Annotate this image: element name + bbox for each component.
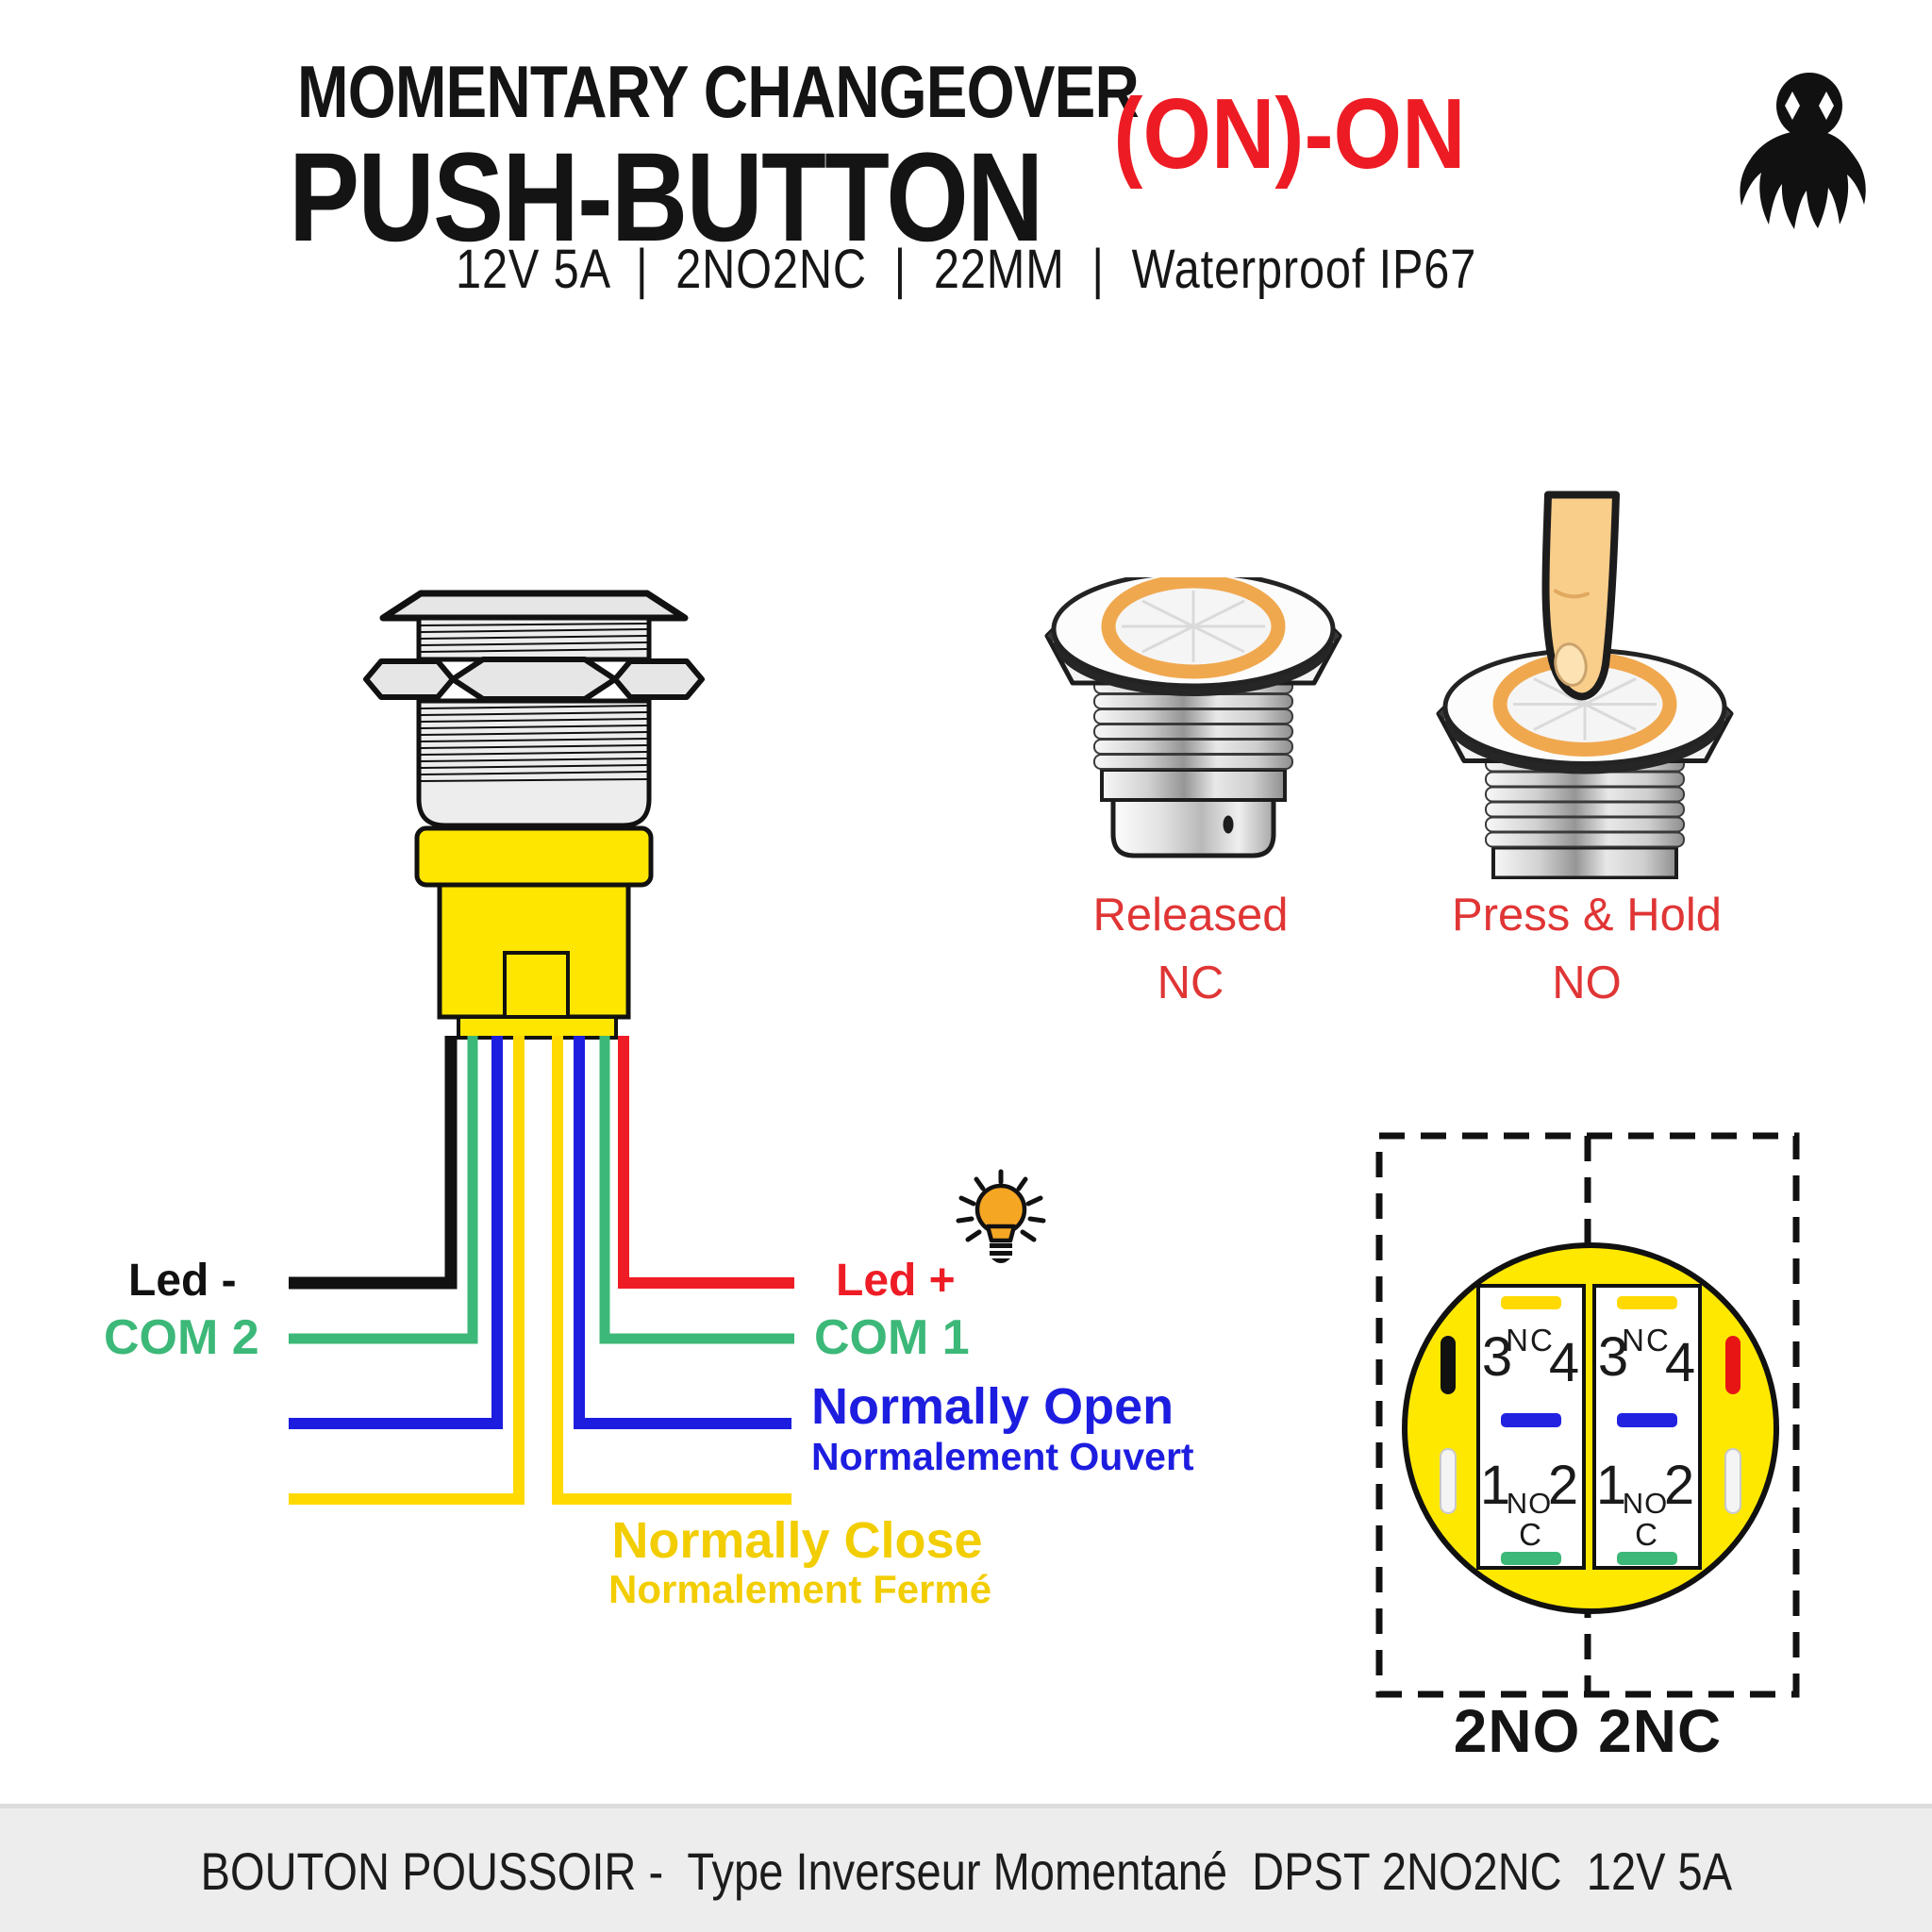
pin-blank-left — [1440, 1448, 1457, 1514]
terminal-1: 1 — [1480, 1455, 1510, 1516]
specs-line: 12V 5A | 2NO2NC | 22MM | Waterproof IP67 — [455, 239, 1477, 300]
pin-led-minus — [1441, 1336, 1456, 1394]
wire-com1 — [599, 1036, 794, 1344]
normally-close-en-label: Normally Close — [611, 1512, 983, 1569]
nc-label: NC — [1622, 1323, 1671, 1357]
button-released-illustration — [1038, 577, 1349, 879]
terminal-1: 1 — [1596, 1455, 1626, 1516]
yellow-housing — [414, 825, 654, 1040]
wire-normally-open-right — [574, 1036, 791, 1429]
common-label: C — [1635, 1517, 1657, 1552]
wire-normally-open-left — [289, 1036, 503, 1429]
page-title: MOMENTARY CHANGEOVER PUSH-BUTTON — [217, 49, 1140, 268]
normally-open-en-label: Normally Open — [811, 1378, 1174, 1435]
footer-text: BOUTON POUSSOIR - Type Inverseur Momenta… — [200, 1841, 1732, 1901]
lightbulb-icon — [956, 1169, 1046, 1263]
wire-normally-close-left — [289, 1036, 525, 1505]
terminal-bar-nc — [1617, 1296, 1677, 1309]
pressed-contact-label: NO — [1552, 958, 1622, 1008]
title-line1: MOMENTARY CHANGEOVER — [296, 50, 1140, 133]
terminal-2: 2 — [1548, 1455, 1578, 1516]
footer-bar: BOUTON POUSSOIR - Type Inverseur Momenta… — [0, 1804, 1932, 1932]
released-contact-label: NC — [1157, 958, 1224, 1008]
pinout-diagram: 3 NC 4 1 NO 2 C 3 NC 4 1 NO 2 C — [1375, 1132, 1800, 1698]
terminal-3: 3 — [1482, 1326, 1512, 1388]
terminal-bar-common — [1617, 1552, 1677, 1565]
led-plus-label: Led + — [836, 1256, 956, 1306]
common-label: C — [1519, 1517, 1541, 1552]
contact-block-left: 3 NC 4 1 NO 2 C — [1476, 1284, 1586, 1570]
com1-label: COM 1 — [814, 1310, 970, 1365]
wire-led-plus — [618, 1036, 794, 1289]
no-label: NO — [1623, 1487, 1669, 1520]
nc-label: NC — [1506, 1323, 1555, 1357]
pin-blank-right — [1724, 1448, 1741, 1514]
push-button-side-view — [363, 590, 705, 1040]
terminal-bar-common — [1501, 1552, 1561, 1565]
spider-logo-icon — [1740, 73, 1866, 229]
button-pressed-illustration — [1429, 491, 1740, 879]
terminal-4: 4 — [1549, 1332, 1579, 1393]
title-line2: PUSH-BUTTON — [289, 127, 1043, 268]
normally-close-fr-label: Normalement Fermé — [608, 1567, 992, 1611]
pin-led-plus — [1725, 1336, 1740, 1394]
threaded-body — [416, 698, 652, 828]
pressing-finger — [1541, 491, 1620, 701]
terminal-bar-no — [1501, 1413, 1561, 1427]
terminal-2: 2 — [1664, 1455, 1694, 1516]
normally-open-fr-label: Normalement Ouvert — [811, 1435, 1194, 1478]
wire-led-minus — [289, 1036, 458, 1290]
wire-normally-close-right — [552, 1036, 791, 1505]
terminal-bar-no — [1617, 1413, 1677, 1427]
terminal-3: 3 — [1598, 1326, 1628, 1388]
terminal-bar-nc — [1501, 1296, 1561, 1309]
no-label: NO — [1507, 1487, 1553, 1520]
pressed-label: Press & Hold — [1452, 890, 1722, 941]
pinout-base-circle — [1402, 1242, 1779, 1614]
pinout-caption: 2NO 2NC — [1453, 1697, 1723, 1765]
terminal-4: 4 — [1665, 1332, 1695, 1393]
button-cap — [379, 590, 689, 622]
switch-action-label: (ON)-ON — [1113, 78, 1466, 190]
wire-com2 — [289, 1036, 478, 1344]
released-label: Released — [1092, 890, 1289, 941]
led-minus-label: Led - — [128, 1256, 237, 1306]
contact-block-right: 3 NC 4 1 NO 2 C — [1592, 1284, 1702, 1570]
com2-label: COM 2 — [104, 1310, 259, 1365]
